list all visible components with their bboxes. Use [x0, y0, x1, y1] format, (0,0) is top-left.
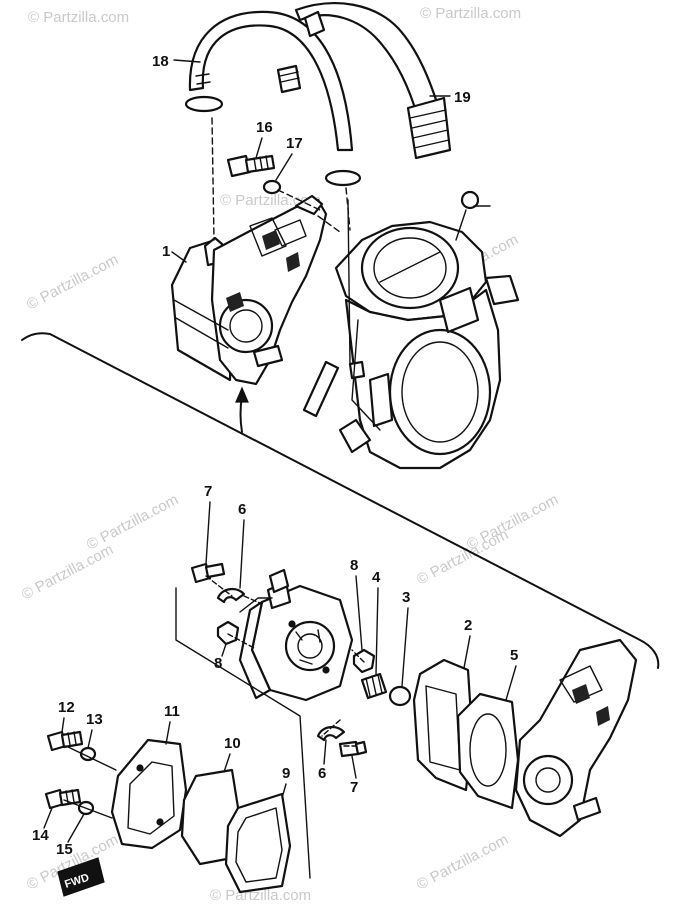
gasket-9: [224, 792, 292, 894]
nut-8: [352, 648, 376, 674]
hose-clamp: [184, 95, 224, 113]
bottom-exploded-view: FWD: [44, 562, 638, 897]
callout-10: 10: [224, 735, 241, 752]
gasket-5: [456, 692, 520, 810]
hose-18: [188, 10, 354, 152]
pump-body: [238, 568, 354, 702]
watermark: © Partzilla.com: [464, 491, 561, 553]
pump-cover-right: [514, 638, 638, 838]
carburetor-body: [302, 190, 520, 470]
watermark: © Partzilla.com: [420, 5, 521, 22]
leader-line: [211, 117, 215, 241]
gasket-10: [180, 768, 242, 866]
callout-layer: 18 19 16 17 1 7 6 8 4 3 2 5 8: [32, 53, 518, 858]
watermark: © Partzilla.com: [28, 9, 129, 26]
watermark: © Partzilla.com: [210, 887, 311, 904]
nut-8: [216, 620, 240, 646]
callout-5: 5: [510, 647, 518, 664]
clip-6: [316, 726, 346, 742]
bolt-16: [226, 154, 276, 178]
callout-12: 12: [58, 699, 75, 716]
callout-4: 4: [372, 569, 381, 586]
fuel-pump-assembly-1: [170, 194, 328, 386]
callout-1: 1: [162, 243, 170, 260]
section-divider-line: [21, 332, 660, 669]
callout-7: 7: [350, 779, 358, 796]
cap-3: [388, 685, 412, 707]
callout-2: 2: [464, 617, 472, 634]
callout-9: 9: [282, 765, 290, 782]
leader-line: [277, 187, 351, 233]
callout-3: 3: [402, 589, 410, 606]
leader-line: [205, 575, 365, 747]
callout-8: 8: [214, 655, 222, 672]
callout-6: 6: [318, 765, 326, 782]
top-assembly: [170, 2, 520, 470]
callout-11: 11: [164, 703, 180, 720]
callout-13: 13: [86, 711, 103, 728]
callout-16: 16: [256, 119, 273, 136]
leader-line: [175, 587, 311, 879]
callout-18: 18: [152, 53, 169, 70]
callout-19: 19: [454, 89, 471, 106]
callout-6: 6: [238, 501, 246, 518]
callout-8: 8: [350, 557, 358, 574]
hose-clamp: [324, 169, 362, 187]
gasket-2: [412, 658, 474, 792]
callout-17: 17: [286, 135, 303, 152]
fwd-direction-mark: FWD: [57, 857, 105, 897]
watermark: © Partzilla.com: [84, 491, 181, 553]
watermark: © Partzilla.com: [220, 192, 321, 209]
callout-7: 7: [204, 483, 212, 500]
cover-11: [110, 738, 188, 850]
callout-14: 14: [32, 827, 49, 844]
callout-15: 15: [56, 841, 73, 858]
washer-17: [262, 179, 282, 195]
watermark: © Partzilla.com: [414, 831, 511, 893]
watermark: © Partzilla.com: [19, 541, 116, 603]
watermark: © Partzilla.com: [24, 251, 121, 313]
